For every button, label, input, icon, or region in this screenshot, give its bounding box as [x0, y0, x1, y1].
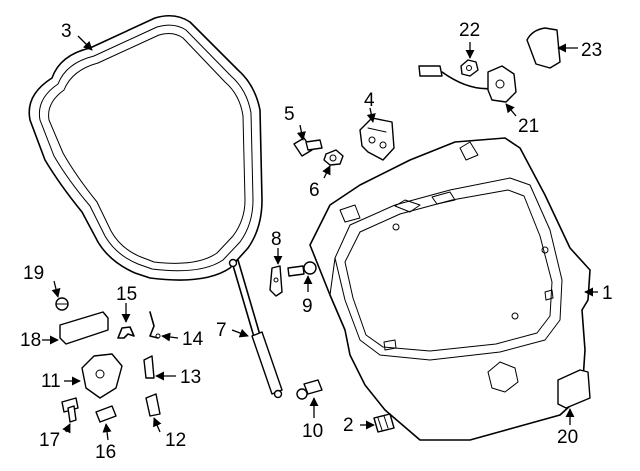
- strut-bracket: [269, 265, 283, 297]
- sensor-20: [557, 369, 591, 409]
- callout-18: 18: [20, 330, 41, 351]
- bolt-5: [293, 137, 323, 157]
- callout-16: 16: [95, 442, 116, 463]
- handle-18: [59, 311, 109, 345]
- fastener-12: [145, 393, 161, 417]
- callout-13: 13: [180, 367, 201, 388]
- clip-15: [117, 326, 135, 339]
- grommet-22: [460, 59, 479, 77]
- callout-12: 12: [165, 430, 186, 451]
- callout-9: 9: [302, 296, 313, 317]
- callout-6: 6: [309, 180, 320, 201]
- callout-10: 10: [302, 421, 323, 442]
- clip-16: [95, 405, 117, 423]
- callout-14: 14: [182, 329, 204, 350]
- hinge-bracket: [359, 117, 395, 161]
- callout-21: 21: [518, 116, 539, 137]
- pivot-stud: [296, 379, 323, 400]
- nut-6: [323, 149, 344, 166]
- bolt-9: [287, 261, 317, 277]
- clip-14: [149, 311, 161, 339]
- callout-17: 17: [39, 430, 60, 451]
- leader-lines: [42, 35, 598, 441]
- callout-19: 19: [23, 263, 44, 284]
- callout-15: 15: [116, 284, 137, 305]
- grommet-19: [55, 297, 69, 311]
- callout-23: 23: [581, 40, 602, 61]
- callout-20: 20: [557, 427, 578, 448]
- callout-1: 1: [602, 283, 613, 304]
- callout-2: 2: [343, 415, 354, 436]
- weatherstrip-seal: [28, 14, 263, 281]
- callout-4: 4: [364, 90, 375, 111]
- cover-23: [526, 27, 561, 69]
- gas-strut: [228, 258, 283, 399]
- callout-7: 7: [216, 320, 227, 341]
- bumper-2: [373, 413, 395, 433]
- latch-11: [81, 353, 123, 399]
- screw-13: [143, 355, 155, 379]
- callout-8: 8: [271, 229, 282, 250]
- callouts: 3 5 4 6 22 23 21 8 9 7 1 10 2 20 19 18 1…: [20, 20, 613, 463]
- callout-3: 3: [61, 21, 72, 42]
- latch-module: [418, 65, 517, 103]
- callout-5: 5: [284, 104, 295, 125]
- callout-22: 22: [459, 20, 480, 41]
- callout-11: 11: [41, 371, 61, 392]
- liftgate: [309, 137, 591, 441]
- bolt-17: [61, 397, 79, 423]
